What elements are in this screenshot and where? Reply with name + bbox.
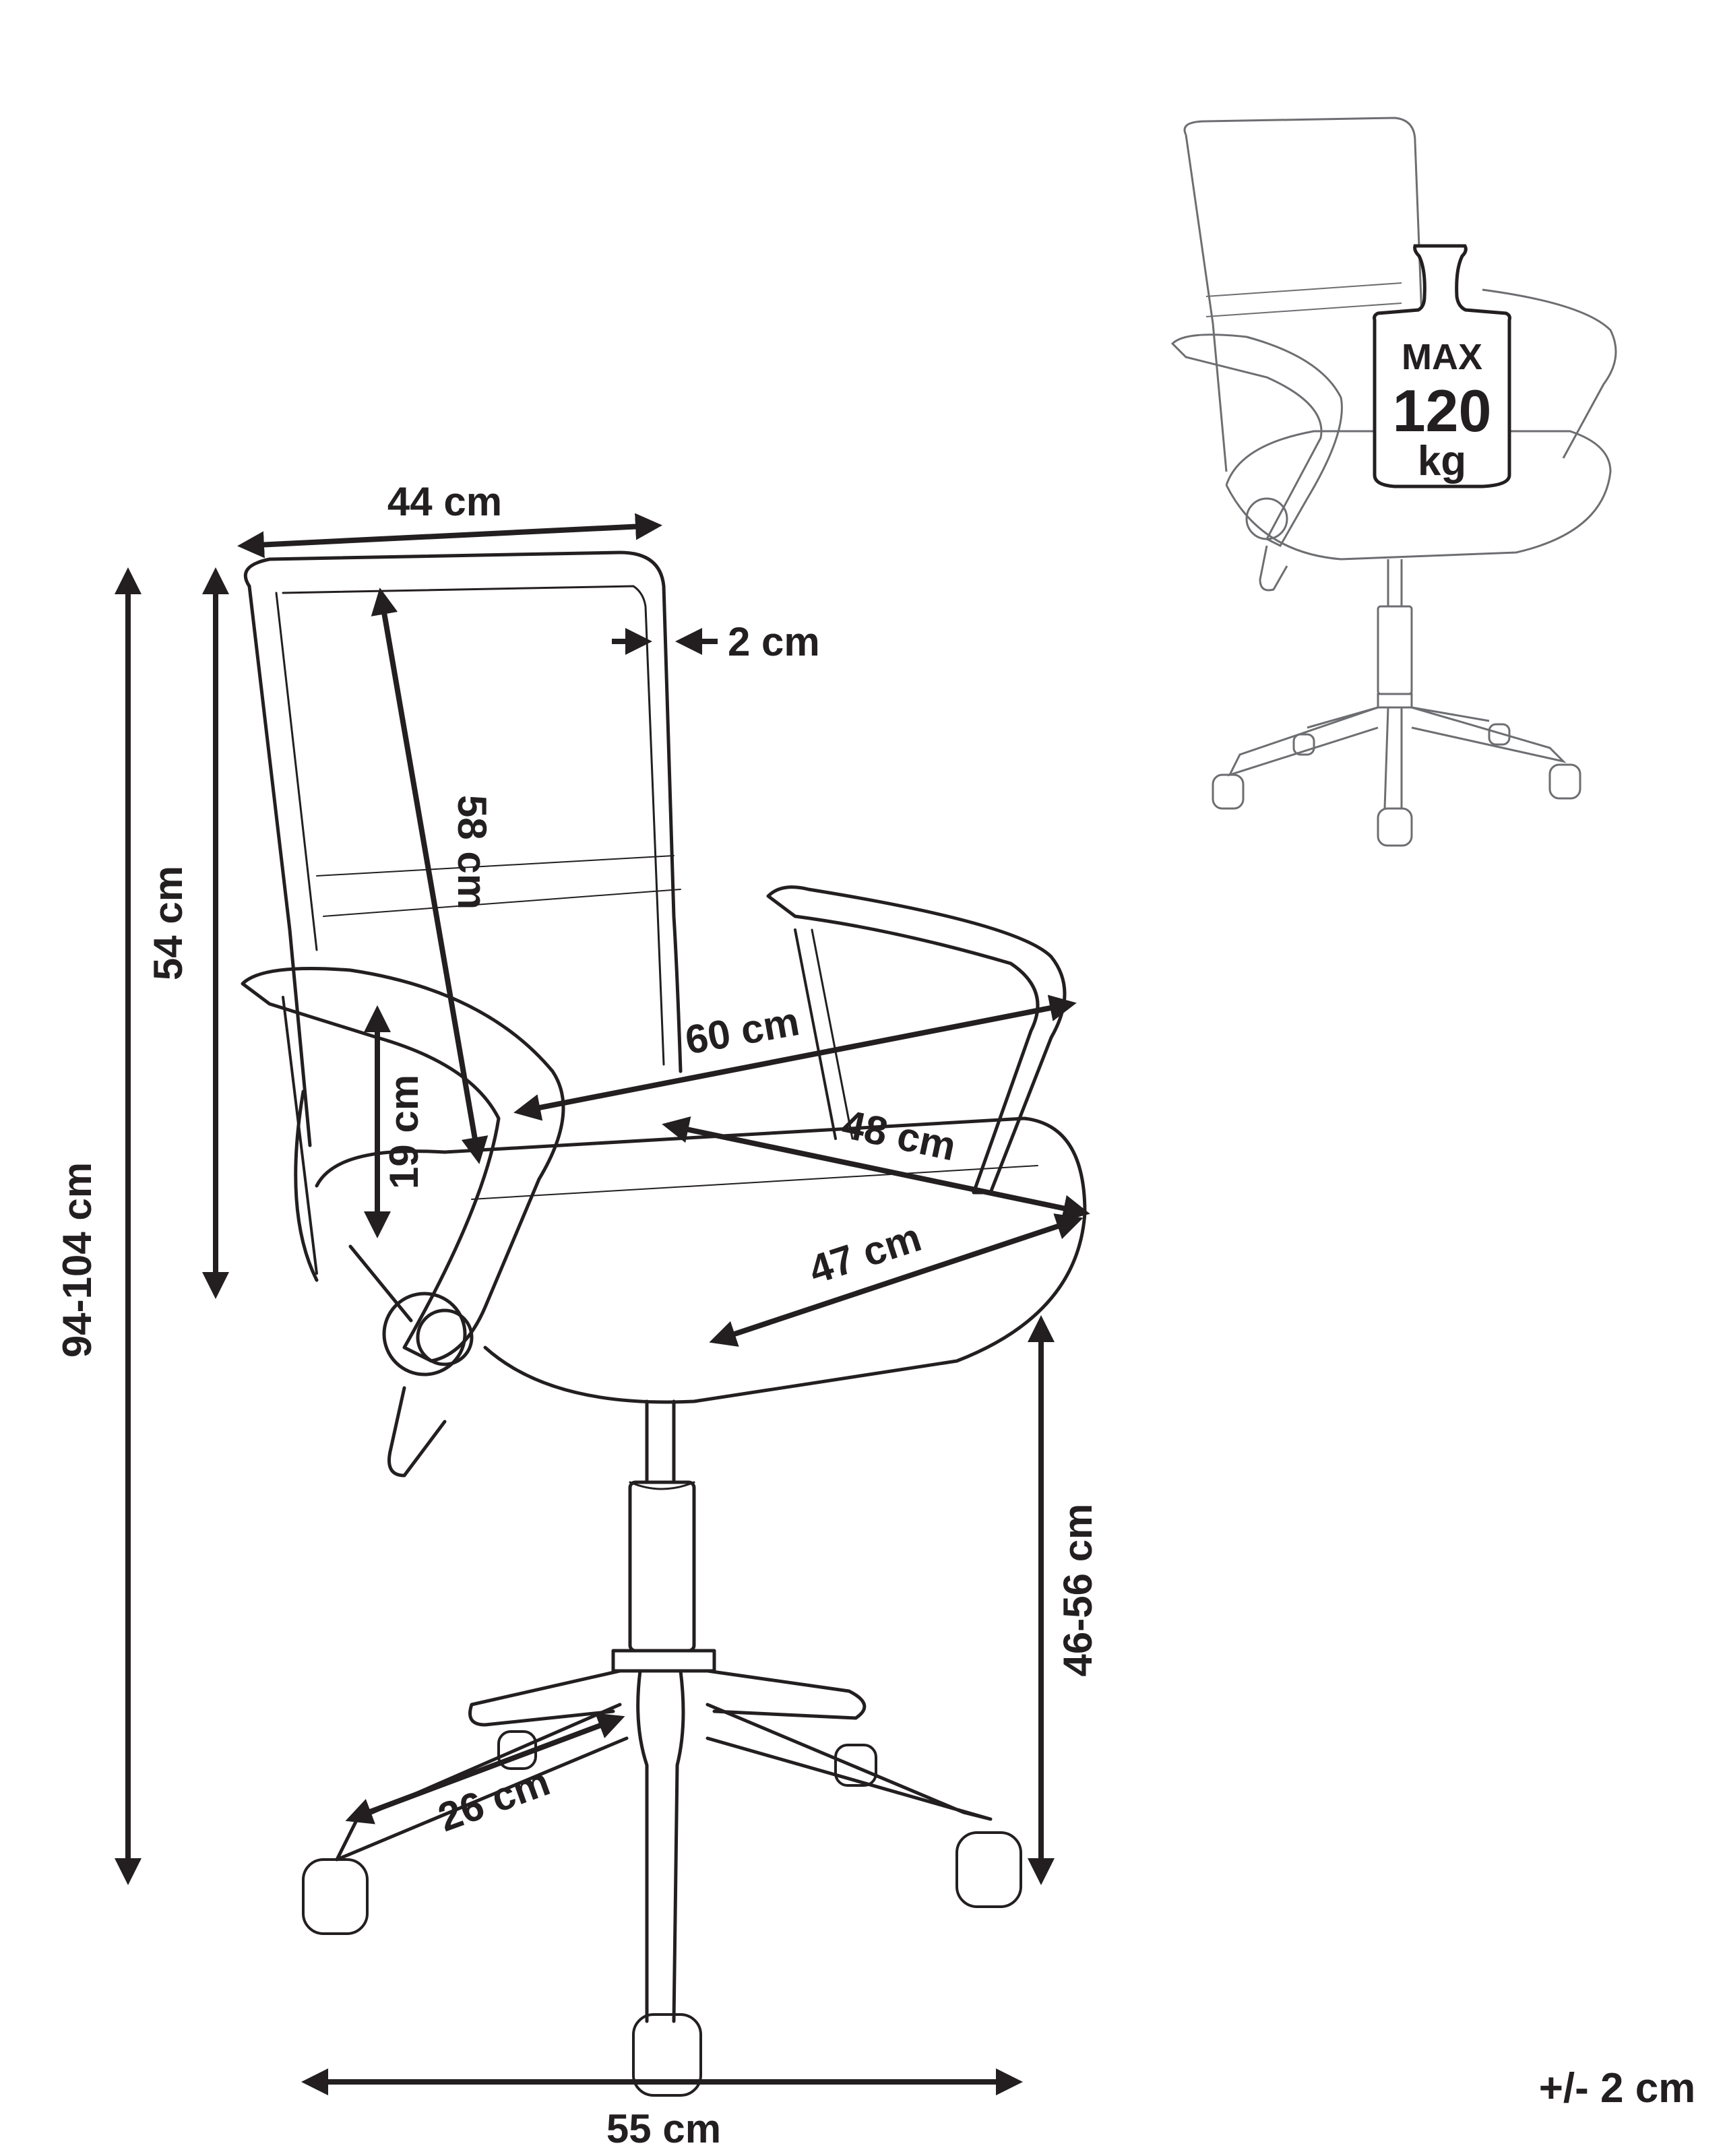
arrow-leg-length [345,1713,625,1825]
arrow-back-width [237,513,662,559]
arrow-overall-width [513,994,1077,1121]
arrow-back-height [371,588,489,1164]
main-chair-drawing [241,550,1087,2097]
label-back-height: 58 cm [449,795,495,910]
max-load-unit: kg [1418,438,1466,484]
dimension-arrows [115,513,1090,2095]
arrow-seat-depth [662,1116,1090,1222]
label-leg-length: 26 cm [433,1758,556,1840]
label-frame-thickness: 2 cm [728,619,820,664]
max-load-weight-icon: MAX 120 kg [1373,244,1511,488]
arrow-seat-width [709,1213,1084,1347]
label-back-width: 44 cm [387,479,502,524]
max-load-label: MAX [1402,337,1482,377]
label-armrest-height: 19 cm [381,1075,427,1189]
label-overall-height: 94-104 cm [55,1162,100,1358]
label-backrest-total: 54 cm [146,866,191,980]
label-base-width: 55 cm [606,2106,721,2151]
max-load-value: 120 [1393,377,1492,444]
tolerance-note: +/- 2 cm [1539,2065,1696,2112]
reference-chair-drawing [1170,117,1617,847]
label-seat-width: 47 cm [803,1214,927,1292]
label-seat-height: 46-56 cm [1055,1504,1100,1677]
label-seat-depth: 48 cm [838,1101,960,1169]
label-overall-width: 60 cm [682,998,803,1063]
